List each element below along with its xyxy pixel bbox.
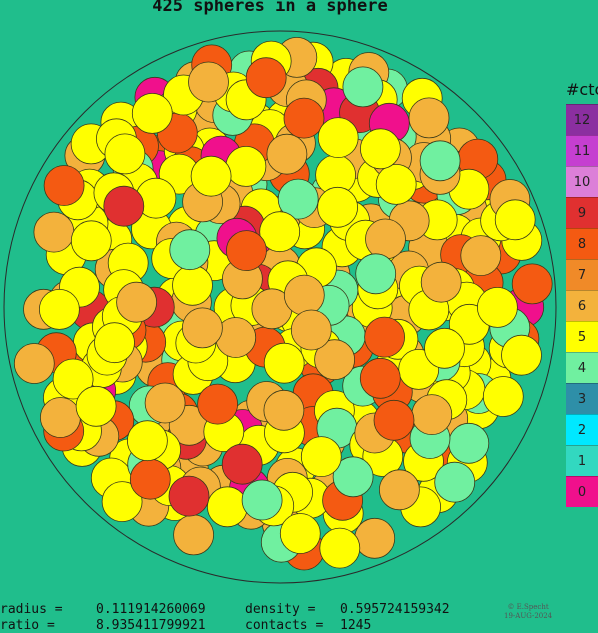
sphere [181, 307, 223, 349]
sphere [126, 420, 168, 462]
sphere [101, 481, 143, 523]
sphere [317, 186, 359, 228]
sphere [460, 235, 502, 277]
sphere [342, 66, 384, 108]
sphere [129, 458, 171, 500]
sphere [359, 128, 401, 170]
sphere [206, 486, 248, 528]
radius-label: radius = [0, 602, 63, 617]
sphere [190, 155, 232, 197]
sphere [424, 327, 465, 369]
sphere [448, 422, 490, 464]
sphere [434, 461, 476, 503]
sphere [317, 117, 359, 159]
sphere [319, 527, 361, 569]
sphere [411, 394, 453, 436]
legend-item-4: 4 [566, 352, 598, 383]
sphere [43, 165, 85, 206]
ratio-label: ratio = [0, 618, 55, 633]
sphere [359, 357, 401, 399]
sphere [365, 218, 406, 260]
sphere [103, 185, 145, 227]
sphere [172, 264, 213, 306]
sphere [173, 514, 215, 556]
sphere [283, 274, 325, 316]
sphere [332, 456, 374, 498]
sphere [33, 211, 75, 253]
legend-item-8: 8 [566, 228, 598, 259]
sphere [355, 253, 397, 295]
sphere-packing-diagram [3, 30, 557, 584]
legend-item-1: 1 [566, 445, 598, 476]
sphere [52, 358, 94, 400]
density-label: density = [245, 602, 316, 617]
sphere [225, 230, 267, 272]
sphere [241, 479, 283, 521]
sphere [94, 322, 135, 364]
sphere [482, 376, 524, 417]
sphere [375, 163, 417, 205]
contacts-value: 1245 [340, 618, 372, 633]
sphere [263, 342, 305, 384]
sphere [501, 334, 542, 376]
sphere [131, 93, 173, 134]
sphere [419, 140, 461, 182]
sphere [378, 469, 420, 511]
contacts-label: contacts = [245, 618, 324, 633]
container-circle [3, 30, 557, 584]
legend-item-6: 6 [566, 290, 598, 321]
sphere [364, 316, 406, 358]
sphere [283, 97, 325, 139]
sphere [168, 475, 210, 517]
sphere [263, 389, 305, 431]
sphere [39, 288, 80, 330]
credit-date: 19-AUG-2024 [504, 612, 553, 620]
legend-item-3: 3 [566, 383, 598, 414]
sphere [420, 261, 462, 303]
sphere [245, 57, 287, 99]
ratio-value: 8.935411799921 [96, 618, 206, 633]
sphere [225, 145, 267, 187]
legend-item-9: 9 [566, 197, 598, 228]
sphere [373, 399, 415, 441]
legend-title: #ctc [566, 80, 598, 99]
credit: © E.Specht 19-AUG-2024 [504, 603, 552, 621]
sphere [75, 385, 117, 427]
sphere [279, 513, 321, 554]
sphere [40, 397, 81, 438]
sphere [70, 220, 112, 262]
sphere [511, 263, 553, 305]
sphere [266, 133, 308, 175]
sphere [277, 178, 319, 220]
sphere [221, 443, 263, 485]
sphere [314, 339, 356, 381]
sphere [494, 199, 536, 241]
legend-item-10: 10 [566, 166, 598, 197]
sphere [354, 517, 396, 559]
sphere [300, 436, 342, 478]
sphere [197, 383, 239, 425]
sphere [169, 229, 211, 271]
credit-author: © E.Specht [507, 603, 549, 611]
sphere-group [13, 37, 553, 571]
sphere [13, 343, 55, 384]
sphere [144, 382, 186, 424]
legend-item-11: 11 [566, 135, 598, 166]
sphere [259, 211, 301, 253]
legend-item-5: 5 [566, 321, 598, 352]
chart-title: 425 spheres in a sphere [152, 0, 388, 16]
legend-item-7: 7 [566, 259, 598, 290]
sphere [116, 281, 158, 323]
sphere [188, 61, 229, 103]
sphere [290, 309, 332, 351]
legend-item-12: 12 [566, 104, 598, 135]
legend-item-0: 0 [566, 476, 598, 507]
sphere [408, 97, 450, 139]
legend-item-2: 2 [566, 414, 598, 445]
radius-value: 0.111914260069 [96, 602, 206, 617]
density-value: 0.595724159342 [340, 602, 450, 617]
sphere [104, 133, 146, 175]
sphere [476, 286, 518, 328]
